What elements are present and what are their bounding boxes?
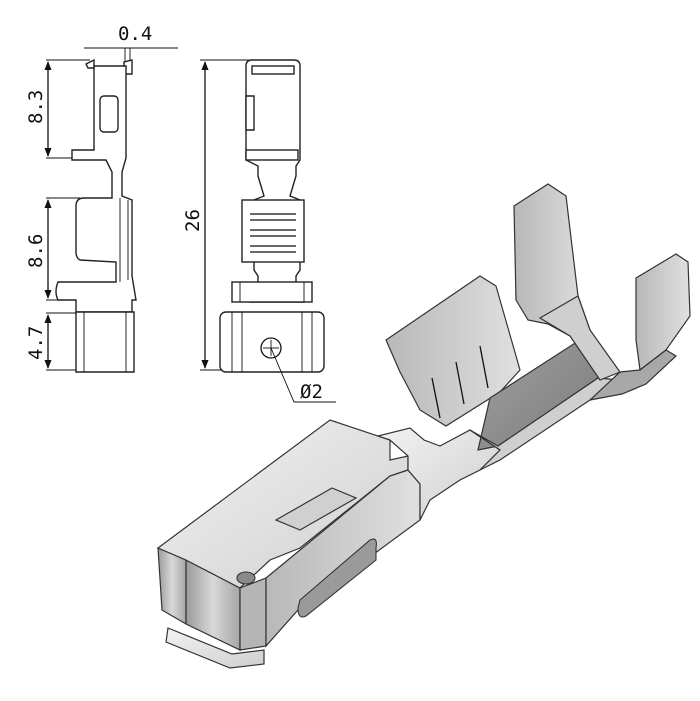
front-collar [231, 281, 313, 303]
side-tip-left [85, 58, 95, 69]
bottom-length-label: 4.7 [25, 326, 47, 360]
serration-1 [431, 377, 441, 419]
isometric-view [156, 183, 691, 669]
iso-bottom-plate [165, 627, 265, 669]
top-length-label: 8.3 [25, 90, 47, 124]
hole-leader [270, 347, 336, 403]
serration-2 [455, 361, 465, 405]
side-barrel [75, 311, 135, 373]
front-barrel [219, 311, 325, 373]
iso-box-corner [239, 577, 267, 651]
iso-insulation-wing-right [635, 253, 691, 372]
front-shoulder [245, 149, 299, 161]
hole-diameter-label: Ø2 [300, 381, 323, 403]
side-view: 0.4 8.3 8.6 4.7 [25, 23, 178, 373]
side-body [55, 65, 137, 313]
thickness-label: 0.4 [118, 23, 152, 45]
front-notch [245, 95, 255, 131]
iso-box-left-wall [157, 547, 187, 626]
iso-top-slot [274, 487, 358, 531]
front-view: 26 Ø2 [182, 59, 336, 403]
serration-3 [479, 345, 489, 389]
front-top-band [251, 65, 295, 75]
middle-length-label: 8.6 [25, 234, 47, 268]
hole-circle [260, 337, 282, 359]
iso-insulation-floor [588, 349, 677, 401]
iso-side-window [297, 538, 377, 618]
overall-length-label: 26 [182, 209, 204, 232]
front-grip [241, 199, 305, 263]
side-window [99, 95, 119, 133]
iso-corner-hole [236, 571, 256, 585]
